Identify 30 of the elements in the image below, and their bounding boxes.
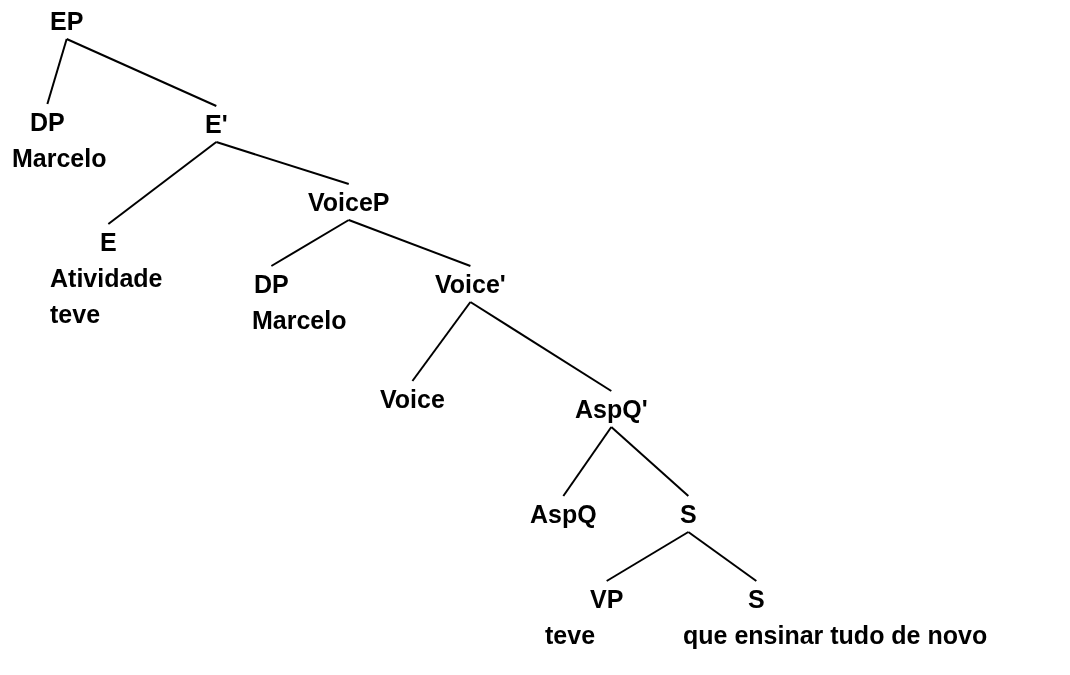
node-label: S [748, 584, 765, 615]
node-label: DP [254, 269, 289, 300]
node-label: E' [205, 109, 228, 140]
node-label: VoiceP [308, 187, 390, 218]
word-label: Marcelo [12, 143, 107, 174]
tree-branch [107, 141, 218, 225]
node-label: EP [50, 6, 84, 37]
tree-branch [411, 301, 472, 382]
word-label: teve [545, 620, 596, 651]
tree-branch [215, 141, 350, 185]
node-label: Voice [380, 384, 445, 415]
node-label: Voice' [435, 269, 506, 300]
tree-branch [65, 38, 218, 107]
word-label: Marcelo [252, 305, 347, 336]
node-label: E [100, 227, 117, 258]
word-label: que ensinar tudo de novo [683, 620, 988, 651]
word-label: Atividade teve [50, 263, 163, 330]
node-label: AspQ' [575, 394, 648, 425]
tree-branch [687, 531, 758, 582]
node-label: DP [30, 107, 65, 138]
tree-branch [605, 531, 690, 582]
tree-branch [469, 301, 613, 392]
tree-branch [562, 426, 613, 497]
tree-branch [270, 219, 350, 267]
node-label: VP [590, 584, 624, 615]
tree-branch [347, 219, 472, 267]
tree-branch [610, 426, 690, 497]
tree-branch [46, 38, 68, 105]
node-label: S [680, 499, 697, 530]
node-label: AspQ [530, 499, 597, 530]
